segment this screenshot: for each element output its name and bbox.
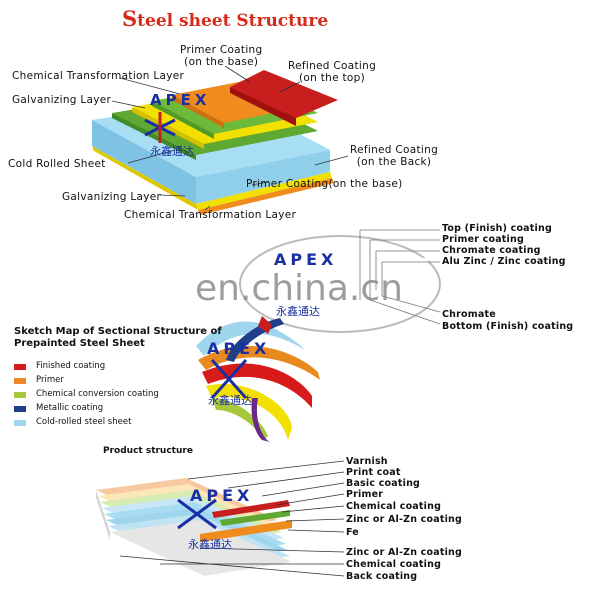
- page-title: Steel sheet Structure: [122, 6, 328, 31]
- label-basic-coating: Basic coating: [346, 478, 421, 489]
- refined-coating-top: [230, 70, 338, 118]
- legend-label-metallic: Metallic coating: [36, 403, 104, 413]
- figure1-leader-lines: [111, 65, 349, 211]
- label-print-coat: Print coat: [346, 467, 401, 478]
- bottom-yellow-layer: [196, 172, 332, 210]
- galvanizing-edge: [112, 113, 196, 160]
- legend-label-cold-rolled: Cold-rolled steel sheet: [36, 417, 132, 427]
- label-primer-coating-base: Primer Coating(on the base): [246, 178, 403, 190]
- title-rest: teel sheet Structure: [137, 11, 329, 31]
- label-chromate: Chromate: [442, 309, 496, 320]
- label-refined-coating-top: Refined Coating (on the top): [288, 60, 376, 84]
- sketch-map-title-line2: Prepainted Steel Sheet: [14, 338, 145, 349]
- legend-swatch-chemical: [14, 392, 26, 398]
- legend-swatch-finished: [14, 364, 26, 370]
- product-structure-title: Product structure: [103, 446, 193, 456]
- label-chemical-transformation-top: Chemical Transformation Layer: [12, 70, 185, 82]
- brand-apex-3: APEX: [207, 339, 271, 358]
- label-chemical-coating: Chemical coating: [346, 501, 442, 512]
- label-refined-coating-back: Refined Coating (on the Back): [350, 144, 438, 168]
- label-primer-coating-top-line1: Primer Coating: [180, 44, 263, 56]
- legend-swatch-cold-rolled: [14, 420, 26, 426]
- legend-label-finished: Finished coating: [36, 361, 106, 371]
- label-zinc-al-zn-coating: Zinc or Al-Zn coating: [346, 514, 463, 525]
- brand-apex-1: APEX: [150, 91, 211, 109]
- label-chemical-coating-back: Chemical coating: [346, 559, 442, 570]
- brand-chinese-1: 永鑫通达: [150, 145, 194, 158]
- label-fe: Fe: [346, 527, 359, 538]
- brand-chinese-2: 永鑫通达: [276, 305, 320, 318]
- label-galvanizing-top: Galvanizing Layer: [12, 94, 112, 106]
- label-bottom-finish-coating: Bottom (Finish) coating: [442, 321, 574, 332]
- brand-logo-mark-1: [144, 112, 176, 143]
- bottom-orange-layer: [198, 178, 334, 215]
- title-initial: S: [122, 6, 138, 31]
- orange-edge: [172, 95, 224, 128]
- sketch-map-title: Sketch Map of Sectional Structure of Pre…: [14, 326, 222, 350]
- legend-swatch-metallic: [14, 406, 26, 412]
- label-refined-coating-back-line2: (on the Back): [356, 156, 432, 168]
- label-galvanizing-bottom: Galvanizing Layer: [62, 191, 162, 203]
- brand-chinese-3: 永鑫通达: [208, 394, 252, 407]
- watermark-text: en.china.cn: [195, 268, 403, 309]
- layered-edge-figure2: [268, 229, 441, 325]
- label-varnish: Varnish: [346, 456, 388, 467]
- sketch-map-fan: [196, 316, 320, 442]
- primer-edge: [152, 101, 214, 139]
- label-primer-coating-top: Primer Coating (on the base): [180, 44, 262, 68]
- label-chromate-coating: Chromate coating: [442, 245, 541, 256]
- label-refined-coating-top-line1: Refined Coating: [288, 60, 377, 72]
- label-top-finish-coating: Top (Finish) coating: [442, 223, 552, 234]
- product-leader-lines: [119, 460, 345, 577]
- label-refined-coating-back-line1: Refined Coating: [350, 144, 439, 156]
- brand-apex-2: APEX: [274, 250, 338, 269]
- cold-rolled-side-face: [196, 150, 330, 204]
- label-chemical-transformation-bottom: Chemical Transformation Layer: [124, 209, 297, 221]
- product-stack: [96, 478, 292, 576]
- label-cold-rolled-sheet: Cold Rolled Sheet: [8, 158, 106, 170]
- legend-swatch-primer: [14, 378, 26, 384]
- brand-chinese-4: 永鑫通达: [188, 538, 232, 551]
- legend-label-chemical: Chemical conversion coating: [36, 389, 159, 399]
- refined-edge: [230, 87, 296, 126]
- label-alu-zinc-coating: Alu Zinc / Zinc coating: [442, 256, 566, 267]
- brand-apex-4: APEX: [190, 486, 254, 505]
- label-back-coating: Back coating: [346, 571, 418, 582]
- bottom-front-yellow: [92, 146, 198, 210]
- label-primer-coating: Primer coating: [442, 234, 524, 245]
- chemical-edge: [132, 107, 204, 149]
- label-zinc-al-zn-coating-back: Zinc or Al-Zn coating: [346, 547, 463, 558]
- sketch-map-title-line1: Sketch Map of Sectional Structure of: [14, 326, 222, 337]
- legend-label-primer: Primer: [36, 375, 64, 385]
- label-refined-coating-top-line2: (on the top): [299, 72, 366, 84]
- label-primer-coating-top-line2: (on the base): [184, 56, 259, 68]
- watermark-ellipse: [239, 235, 441, 333]
- cold-rolled-front-face: [92, 120, 196, 204]
- label-primer: Primer: [346, 489, 384, 500]
